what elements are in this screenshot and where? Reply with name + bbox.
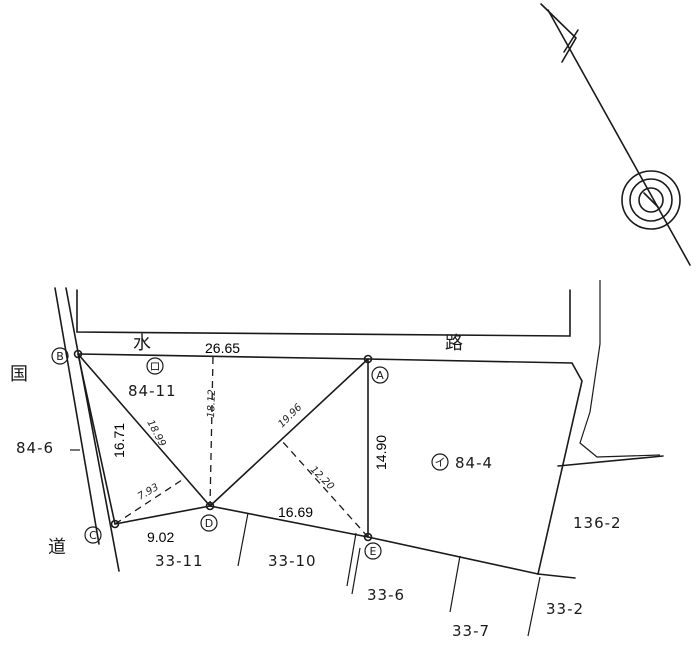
measure-d-top: 18.12 — [206, 389, 218, 418]
measurements: 26.65 16.71 14.90 9.02 16.69 18.99 18.12… — [111, 340, 389, 545]
point-d-circle — [200, 514, 218, 532]
point-e-dot — [363, 532, 373, 542]
national-road-boundary — [54, 287, 120, 572]
measure-b-c: 16.71 — [111, 423, 127, 458]
parcel-ro-mark: ロ — [150, 360, 161, 373]
north-compass-inner — [638, 187, 664, 213]
point-d-label: D — [205, 517, 213, 530]
point-a-circle — [371, 366, 389, 384]
side-a-d — [209, 358, 369, 507]
dash-d-vertical — [209, 356, 214, 507]
national-road-label-koku: 国 — [10, 364, 28, 385]
waterway-label-sui: 水 — [133, 333, 151, 354]
side-b-d — [77, 353, 211, 507]
parcel-136-2: 136-2 — [573, 514, 622, 532]
measure-c-d: 9.02 — [147, 529, 174, 545]
parcel-i-mark: イ — [435, 456, 446, 469]
point-e-label: E — [370, 545, 377, 558]
road-edge-inner — [65, 287, 120, 572]
dashed-lines — [114, 356, 369, 538]
point-c-circle — [84, 526, 102, 544]
boundary-136-2-bottom — [537, 573, 576, 579]
point-a-label: A — [376, 369, 384, 382]
point-b-circle — [51, 347, 69, 365]
waterway-label-ro: 路 — [445, 333, 463, 354]
north-axis-line — [547, 9, 691, 266]
waterway-inner-line — [76, 289, 571, 337]
north-compass-ring — [629, 178, 673, 222]
parcel-33-7: 33-7 — [452, 622, 490, 640]
parcel-boundaries — [77, 353, 664, 579]
point-b-dot — [73, 349, 83, 359]
parcel-33-2: 33-2 — [546, 600, 584, 618]
parcel-84-11: 84-11 — [128, 382, 177, 400]
parcel-84-4: 84-4 — [455, 454, 493, 472]
measure-c-d-diag: 7.93 — [136, 482, 161, 503]
boundary-points: B A C D E — [51, 347, 389, 560]
right-boundary-notch — [579, 411, 661, 458]
line-e-down — [351, 547, 361, 595]
point-e-circle — [364, 542, 382, 560]
parcel-84-4-outer — [77, 353, 583, 575]
north-compass-cross — [643, 192, 659, 208]
dash-c-perp — [114, 477, 186, 525]
line-33-10-33-6 — [346, 532, 357, 587]
point-c-label: C — [89, 529, 97, 542]
side-b-c — [77, 353, 116, 525]
road-labels: 水 路 国 道 — [10, 333, 463, 558]
parcel-ro-circle — [146, 357, 164, 375]
measure-a-e: 14.90 — [373, 435, 389, 470]
road-edge-outer — [54, 287, 100, 545]
side-d-e — [209, 505, 369, 538]
north-arrow-tick — [563, 29, 579, 53]
north-arrow-head — [540, 3, 578, 63]
parcel-33-10: 33-10 — [268, 552, 317, 570]
parcel-labels: ロ 84-11 イ 84-4 84-6 136-2 33-11 33-10 33… — [16, 357, 622, 640]
north-compass-outer — [621, 170, 681, 230]
line-33-11-33-10 — [237, 512, 249, 567]
point-b-label: B — [56, 350, 64, 363]
measure-b-a: 26.65 — [205, 340, 240, 356]
parcel-33-11: 33-11 — [155, 552, 204, 570]
national-road-label-michi: 道 — [48, 537, 66, 558]
point-c-dot — [110, 519, 120, 529]
line-33-6-33-7 — [449, 555, 461, 613]
boundary-e-to-corner — [367, 536, 539, 575]
parcel-84-6: 84-6 — [16, 439, 54, 457]
north-arrow — [540, 3, 691, 266]
point-a-dot — [363, 354, 373, 364]
lower-parcel-lines — [237, 512, 541, 637]
measure-a-d: 19.96 — [276, 402, 304, 430]
waterway-boundary — [76, 280, 661, 458]
measure-e-d-diag: 12.20 — [308, 464, 336, 492]
right-boundary-top — [589, 280, 601, 413]
parcel-33-6: 33-6 — [367, 586, 405, 604]
side-c-d — [114, 505, 211, 525]
boundary-136-2-top — [557, 455, 664, 467]
line-33-7-33-2 — [527, 576, 541, 637]
parcel-i-circle — [431, 453, 449, 471]
dash-e-perp — [281, 440, 369, 538]
point-d-dot — [205, 501, 215, 511]
measure-d-e: 16.69 — [278, 504, 313, 520]
